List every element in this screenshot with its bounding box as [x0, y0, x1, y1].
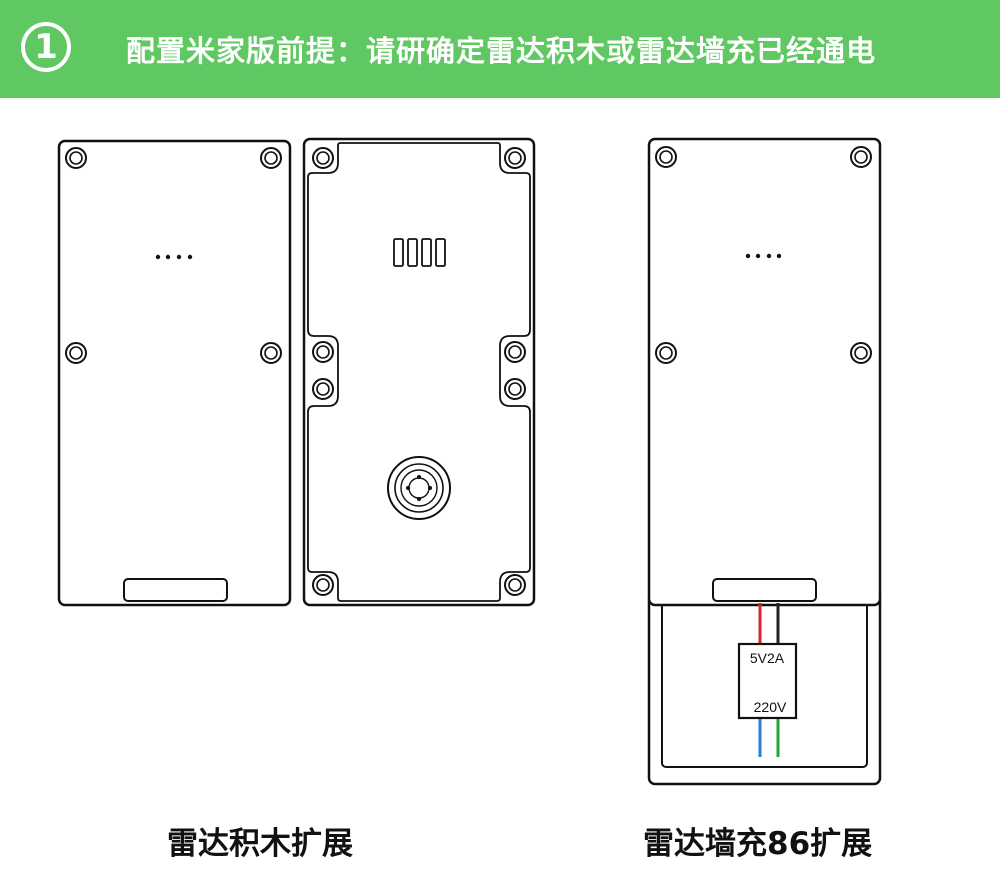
step-number-badge: 1: [21, 22, 71, 72]
indicator-dots-icon: [745, 253, 782, 259]
sensor-lens-icon: [387, 456, 451, 520]
radar-block-back-panel: [302, 137, 536, 607]
screw-icon: [850, 342, 872, 364]
screw-icon: [504, 574, 526, 596]
radar-block-front-panel: [57, 139, 292, 607]
power-module: [737, 642, 798, 720]
header-banner: 1 配置米家版前提：请研确定雷达积木或雷达墙充已经通电: [0, 0, 1000, 98]
radar-wall-charger-panel: 5V2A 220V: [647, 137, 882, 786]
screw-icon: [312, 378, 334, 400]
screw-icon: [312, 341, 334, 363]
power-input-label: 220V: [754, 699, 787, 715]
screw-icon: [312, 574, 334, 596]
indicator-dots-icon: [155, 254, 193, 260]
screw-icon: [655, 146, 677, 168]
screw-icon: [504, 147, 526, 169]
screw-icon: [655, 342, 677, 364]
screw-icon: [504, 341, 526, 363]
screw-icon: [260, 147, 282, 169]
screw-icon: [312, 147, 334, 169]
screw-icon: [260, 342, 282, 364]
caption-radar-block: 雷达积木扩展: [167, 826, 353, 862]
screw-icon: [65, 342, 87, 364]
connector-pins-icon: [393, 238, 446, 267]
screw-icon: [65, 147, 87, 169]
banner-title: 配置米家版前提：请研确定雷达积木或雷达墙充已经通电: [126, 34, 877, 68]
caption-wall-charger: 雷达墙充86扩展: [643, 826, 873, 862]
power-output-label: 5V2A: [750, 650, 785, 666]
screw-icon: [850, 146, 872, 168]
screw-icon: [504, 378, 526, 400]
